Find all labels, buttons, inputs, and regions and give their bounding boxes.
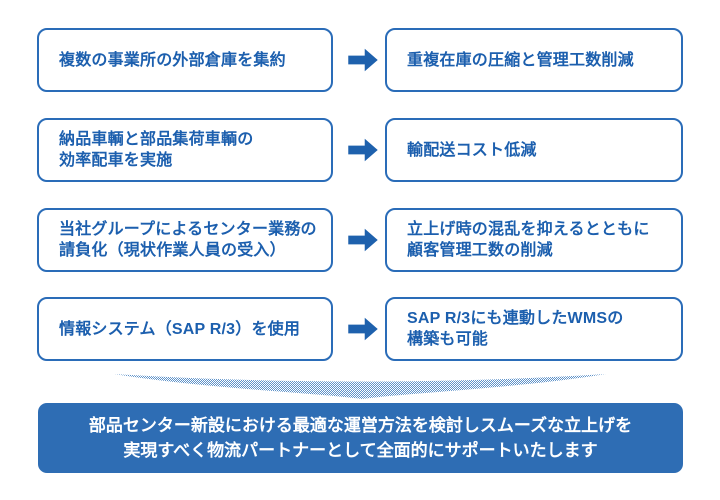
measure-box-3: 当社グループによるセンター業務の 請負化（現状作業人員の受入） bbox=[37, 208, 333, 272]
effect-box-2: 輸配送コスト低減 bbox=[385, 118, 683, 182]
flow-row-1: 複数の事業所の外部倉庫を集約 重複在庫の圧縮と管理工数削減 bbox=[0, 28, 720, 92]
right-arrow-icon bbox=[348, 317, 378, 341]
effect-box-1-line-1: 重複在庫の圧縮と管理工数削減 bbox=[407, 51, 634, 69]
effect-box-3-line-2: 顧客管理工数の削減 bbox=[407, 242, 553, 259]
summary-banner-line-2: 実現すべく物流パートナーとして全面的にサポートいたします bbox=[123, 441, 598, 460]
funnel-down-arrow-icon bbox=[114, 374, 606, 399]
effect-box-1: 重複在庫の圧縮と管理工数削減 bbox=[385, 28, 683, 92]
right-arrow-icon bbox=[348, 228, 378, 252]
measure-box-4: 情報システム（SAP R/3）を使用 bbox=[37, 297, 333, 361]
effect-box-4-line-1: SAP R/3にも連動したWMSの bbox=[407, 310, 624, 327]
measure-box-2-line-2: 効率配車を実施 bbox=[59, 152, 173, 169]
measure-box-3-line-2: 請負化（現状作業人員の受入） bbox=[59, 242, 286, 259]
measure-box-2: 納品車輌と部品集荷車輌の 効率配車を実施 bbox=[37, 118, 333, 182]
flow-row-3: 当社グループによるセンター業務の 請負化（現状作業人員の受入） 立上げ時の混乱を… bbox=[0, 208, 720, 272]
effect-box-3-line-1: 立上げ時の混乱を抑えるとともに bbox=[407, 221, 650, 238]
flow-row-4: 情報システム（SAP R/3）を使用 SAP R/3にも連動したWMSの 構築も… bbox=[0, 297, 720, 361]
measure-box-1-line-1: 複数の事業所の外部倉庫を集約 bbox=[59, 51, 286, 69]
flow-row-2: 納品車輌と部品集荷車輌の 効率配車を実施 輸配送コスト低減 bbox=[0, 118, 720, 182]
measure-box-4-line-1: 情報システム（SAP R/3）を使用 bbox=[59, 320, 301, 338]
effect-box-2-line-1: 輸配送コスト低減 bbox=[407, 141, 537, 159]
effect-box-3: 立上げ時の混乱を抑えるとともに 顧客管理工数の削減 bbox=[385, 208, 683, 272]
right-arrow-icon bbox=[348, 138, 378, 162]
summary-banner-line-1: 部品センター新設における最適な運営方法を検討しスムーズな立上げを bbox=[88, 416, 633, 435]
measure-box-3-line-1: 当社グループによるセンター業務の bbox=[59, 221, 317, 238]
measure-box-1: 複数の事業所の外部倉庫を集約 bbox=[37, 28, 333, 92]
effect-box-4: SAP R/3にも連動したWMSの 構築も可能 bbox=[385, 297, 683, 361]
summary-banner: 部品センター新設における最適な運営方法を検討しスムーズな立上げを 実現すべく物流… bbox=[38, 403, 683, 473]
effect-box-4-line-2: 構築も可能 bbox=[407, 331, 489, 348]
right-arrow-icon bbox=[348, 48, 378, 72]
measure-box-2-line-1: 納品車輌と部品集荷車輌の bbox=[59, 131, 254, 148]
